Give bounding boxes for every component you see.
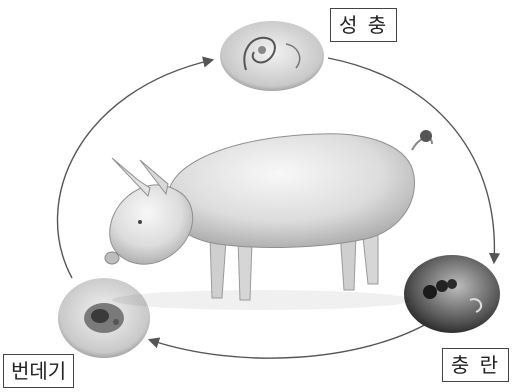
pig-illustration (105, 130, 432, 310)
stage-label-adult: 성 충 (330, 8, 397, 42)
cycle-arrow-egg-to-larva (150, 322, 430, 358)
larva-micrograph (58, 278, 150, 358)
stage-label-egg: 충 란 (442, 348, 509, 382)
egg-micrograph (404, 255, 500, 333)
stage-label-larva: 번데기 (3, 354, 74, 388)
adult-parasite-micrograph (220, 21, 324, 91)
